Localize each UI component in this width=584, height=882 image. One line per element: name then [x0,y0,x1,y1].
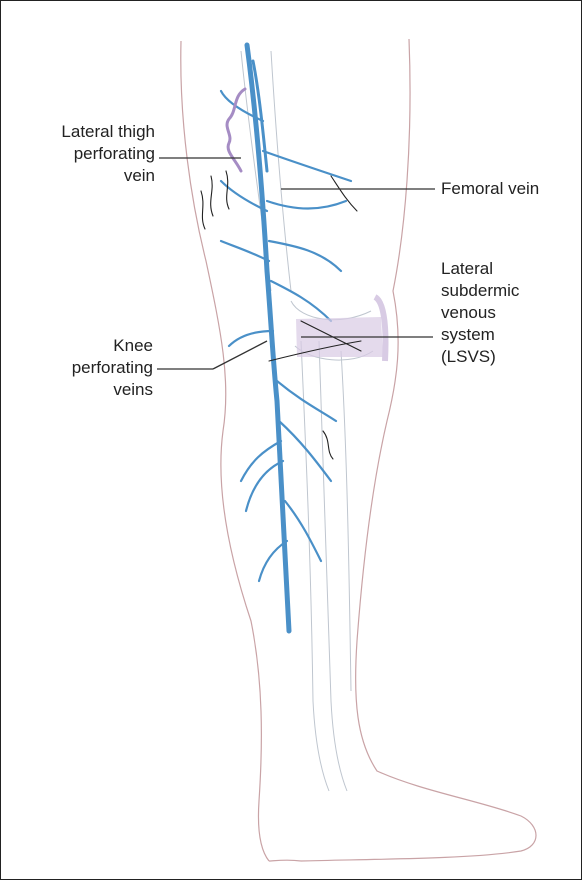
lsvs-label: Lateral subdermic venous system (LSVS) [441,258,581,368]
leader-lines [157,158,435,369]
femoral-vein-label: Femoral vein [441,178,581,200]
lateral-thigh-label: Lateral thigh perforating vein [35,121,155,187]
knee-perforating-label: Knee perforating veins [31,335,153,401]
